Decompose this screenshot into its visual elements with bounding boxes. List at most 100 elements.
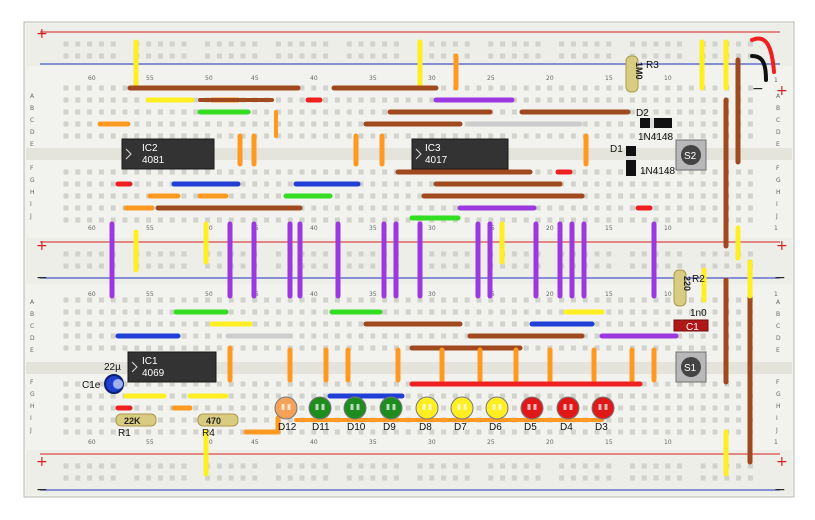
hole — [311, 121, 317, 127]
hole — [712, 297, 718, 303]
column-number: 50 — [205, 75, 213, 82]
hole — [252, 345, 258, 351]
hole — [747, 193, 753, 199]
hole — [228, 121, 234, 127]
hole — [299, 321, 305, 327]
hole — [429, 53, 435, 59]
hole — [299, 309, 305, 315]
led-pin — [598, 404, 602, 410]
hole — [216, 429, 222, 435]
hole — [122, 217, 128, 223]
led-pin — [463, 404, 467, 410]
hole — [500, 85, 506, 91]
r4-label: R4 — [202, 428, 215, 439]
hole — [535, 85, 541, 91]
hole — [382, 309, 388, 315]
hole — [405, 393, 411, 399]
hole — [665, 41, 671, 47]
hole — [75, 181, 81, 187]
hole — [146, 41, 152, 47]
hole — [323, 121, 329, 127]
ic1-chip: IC1 4069 — [127, 351, 217, 383]
hole — [157, 169, 163, 175]
row-letter: G — [776, 391, 781, 398]
hole — [205, 297, 211, 303]
hole — [146, 53, 152, 59]
c1-label: C1 — [686, 322, 699, 333]
hole — [747, 205, 753, 211]
hole — [157, 381, 163, 387]
hole — [240, 309, 246, 315]
hole — [358, 333, 364, 339]
hole — [146, 297, 152, 303]
s2-switch[interactable]: S2 — [675, 139, 707, 171]
hole — [382, 41, 388, 47]
hole — [629, 217, 635, 223]
hole — [240, 169, 246, 175]
hole — [712, 405, 718, 411]
column-number: 30 — [428, 225, 436, 232]
hole — [641, 417, 647, 423]
hole — [747, 121, 753, 127]
hole — [677, 133, 683, 139]
column-number: 15 — [605, 291, 613, 298]
hole — [216, 251, 222, 257]
hole — [75, 53, 81, 59]
hole — [323, 133, 329, 139]
hole — [334, 205, 340, 211]
hole — [405, 405, 411, 411]
hole — [264, 381, 270, 387]
hole — [523, 85, 529, 91]
hole — [441, 429, 447, 435]
hole — [98, 463, 104, 469]
hole — [370, 405, 376, 411]
hole — [606, 41, 612, 47]
hole — [240, 463, 246, 469]
row-letter: G — [776, 177, 781, 184]
hole — [677, 41, 683, 47]
hole — [346, 169, 352, 175]
hole — [452, 133, 458, 139]
hole — [370, 109, 376, 115]
hole — [429, 251, 435, 257]
hole — [134, 463, 140, 469]
hole — [181, 321, 187, 327]
hole — [747, 85, 753, 91]
hole — [712, 97, 718, 103]
hole — [677, 97, 683, 103]
rail-minus-sign: − — [36, 270, 48, 286]
hole — [346, 381, 352, 387]
hole — [570, 217, 576, 223]
hole — [122, 309, 128, 315]
hole — [146, 321, 152, 327]
hole — [216, 169, 222, 175]
hole — [311, 169, 317, 175]
hole — [181, 463, 187, 469]
hole — [193, 97, 199, 103]
led-d7: D7 — [450, 396, 474, 433]
hole — [441, 41, 447, 47]
hole — [134, 109, 140, 115]
hole — [393, 181, 399, 187]
hole — [240, 121, 246, 127]
s1-switch[interactable]: S1 — [675, 351, 707, 383]
c1e-electrolytic-capacitor: C1e 22µ — [82, 362, 124, 394]
hole — [688, 121, 694, 127]
hole — [641, 297, 647, 303]
hole — [559, 309, 565, 315]
hole — [618, 169, 624, 175]
hole — [382, 463, 388, 469]
hole — [665, 345, 671, 351]
hole — [146, 133, 152, 139]
hole — [535, 169, 541, 175]
hole — [216, 263, 222, 269]
hole — [122, 429, 128, 435]
hole — [452, 251, 458, 257]
hole — [452, 263, 458, 269]
hole — [712, 109, 718, 115]
hole — [500, 53, 506, 59]
hole — [358, 53, 364, 59]
hole — [700, 169, 706, 175]
hole — [169, 321, 175, 327]
column-number: 55 — [146, 225, 154, 232]
